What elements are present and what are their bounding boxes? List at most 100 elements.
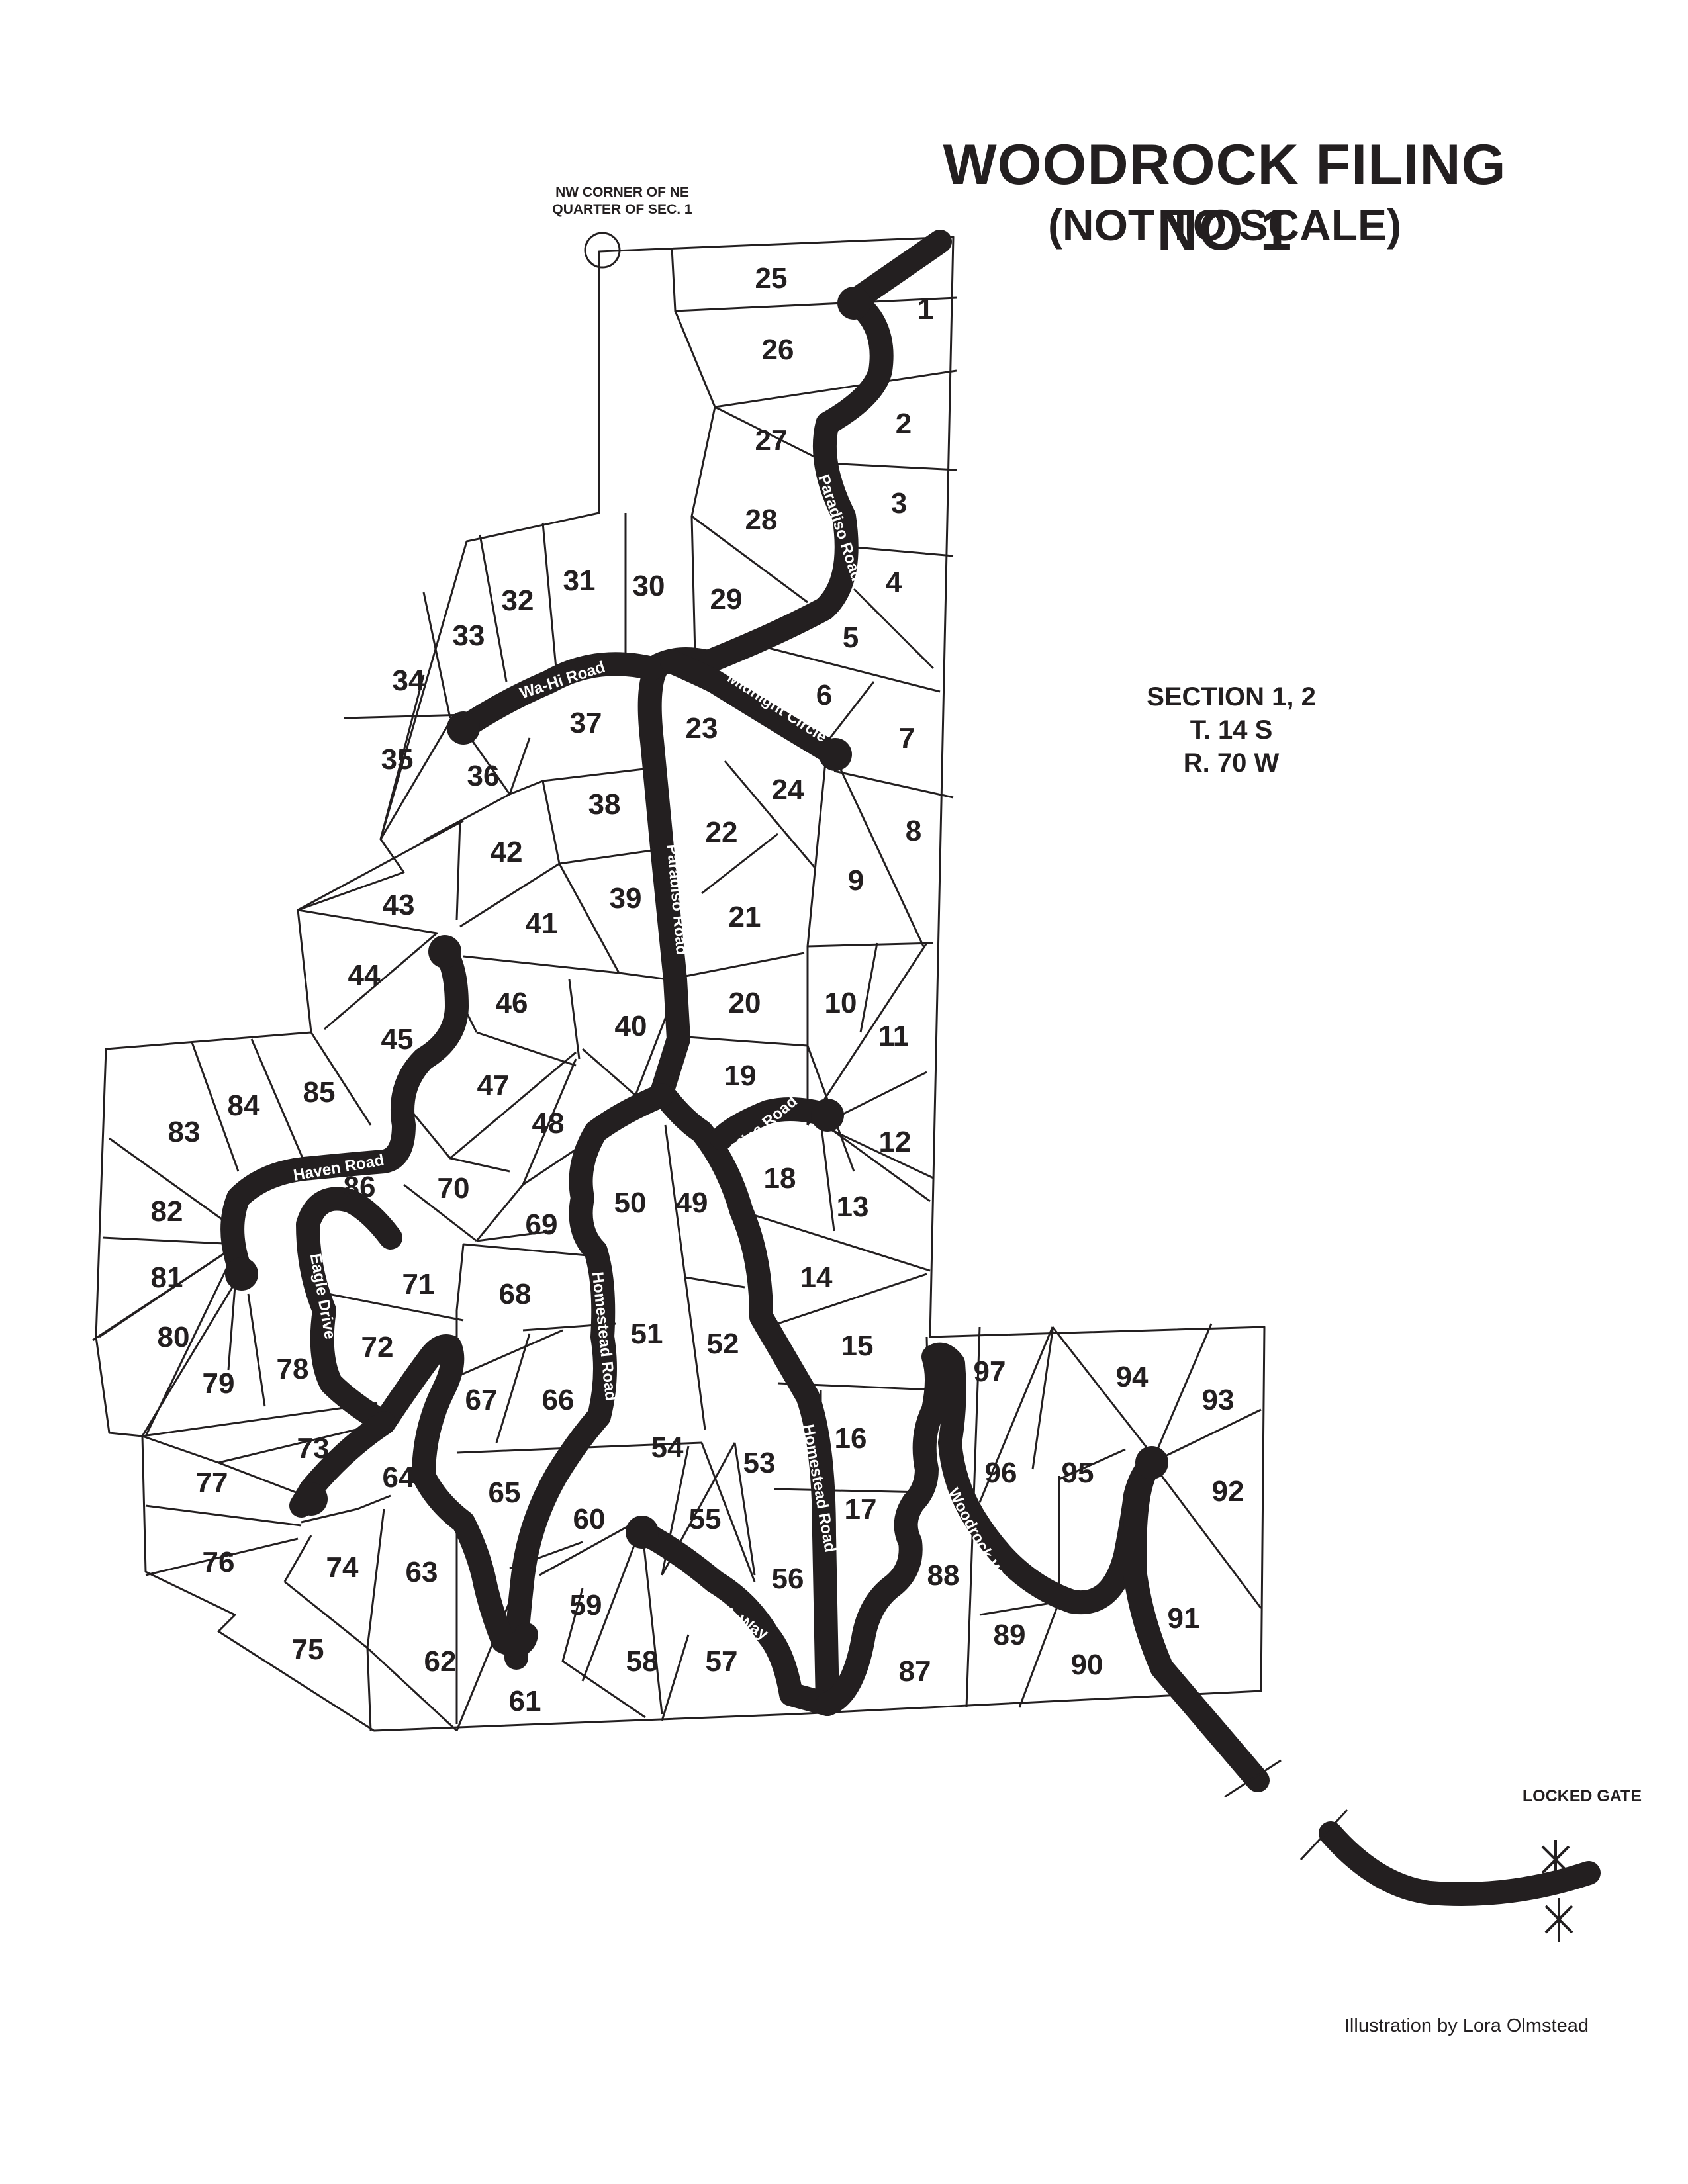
lot-label: 85: [303, 1076, 336, 1109]
lot-label: 52: [707, 1328, 739, 1360]
lot-label: 42: [491, 836, 523, 868]
locked-gate-label: LOCKED GATE: [1522, 1787, 1642, 1805]
lot-label: 47: [477, 1069, 510, 1102]
lot-label: 18: [764, 1162, 796, 1195]
section-corner-marker: [584, 232, 621, 269]
lot-label: 8: [906, 815, 921, 847]
lot-label: 33: [453, 619, 485, 652]
lot-label: 50: [614, 1187, 647, 1219]
lot-label: 49: [676, 1187, 708, 1219]
lot-label: 75: [292, 1633, 324, 1666]
road-network: [220, 230, 1601, 1906]
lot-label: 87: [899, 1655, 931, 1688]
lot-label: 74: [326, 1551, 359, 1584]
lot-label: 54: [651, 1432, 684, 1464]
lot-label: 88: [927, 1559, 960, 1592]
lot-label: 62: [424, 1645, 457, 1678]
lot-label: 13: [837, 1191, 869, 1223]
lot-label: 44: [348, 959, 381, 991]
lot-label: 30: [633, 570, 665, 602]
lot-label: 26: [762, 334, 794, 366]
lot-label: 9: [848, 864, 864, 897]
lot-labels: 1 2 3 4 5 6 7 8 9 10 11 12 13 14 15 16 1…: [151, 262, 1244, 1717]
corner-note-line: NW CORNER OF NE: [555, 185, 689, 200]
lot-label: 64: [383, 1461, 415, 1494]
lot-label: 82: [151, 1195, 183, 1228]
lot-label: 80: [158, 1321, 190, 1353]
lot-label: 95: [1062, 1457, 1094, 1489]
lot-label: 35: [381, 743, 414, 776]
section-info: SECTION 1, 2 T. 14 S R. 70 W: [1112, 680, 1350, 780]
lot-label: 57: [706, 1645, 738, 1678]
lot-label: 32: [502, 584, 534, 617]
corner-note-line: QUARTER OF SEC. 1: [552, 202, 692, 217]
lot-label: 63: [406, 1556, 438, 1588]
lot-label: 61: [509, 1685, 541, 1717]
lot-label: 22: [706, 816, 738, 848]
lot-label: 29: [710, 583, 743, 615]
paradiso-road: [637, 230, 952, 1716]
woodrock-way-south: [630, 1520, 839, 1716]
lot-label: 48: [532, 1107, 565, 1140]
lot-label: 79: [203, 1367, 235, 1400]
lot-label: 94: [1116, 1361, 1149, 1393]
boundary-ticks: [1224, 1759, 1348, 1861]
lot-label: 93: [1202, 1384, 1235, 1416]
lot-label: 19: [724, 1060, 757, 1092]
lot-label: 81: [151, 1261, 183, 1294]
lot-label: 37: [570, 707, 602, 739]
lot-label: 40: [615, 1010, 647, 1042]
lot-label: 10: [825, 987, 857, 1019]
lot-label: 45: [381, 1023, 414, 1056]
lot-label: 58: [626, 1645, 659, 1678]
lot-label: 4: [886, 567, 902, 599]
lot-label: 43: [383, 889, 415, 921]
lot-label: 71: [402, 1268, 435, 1300]
map-title: WOODROCK FILING NO 1: [943, 133, 1507, 262]
lot-label: 69: [526, 1208, 558, 1241]
lot-label: 53: [743, 1447, 776, 1479]
section-corner-note: NW CORNER OF NE QUARTER OF SEC. 1: [523, 184, 722, 218]
mica-road: [710, 1097, 839, 1150]
lot-label: 55: [689, 1503, 722, 1535]
eagle-drive: [296, 1187, 538, 1657]
lot-label: 89: [994, 1619, 1026, 1651]
lot-label: 56: [772, 1563, 804, 1595]
section-line: SECTION 1, 2: [1147, 682, 1316, 711]
lot-label: 31: [563, 565, 596, 597]
cul-de-sacs: [225, 287, 1168, 1549]
wa-hi-road: [451, 652, 664, 740]
lot-label: 14: [800, 1261, 833, 1294]
lot-label: 25: [755, 262, 788, 295]
lot-label: 84: [228, 1089, 260, 1122]
gate-markers: [1541, 1840, 1573, 1942]
lot-label: 72: [361, 1331, 394, 1363]
lot-label: 97: [974, 1355, 1006, 1388]
lot-label: 27: [755, 424, 788, 457]
haven-road: [220, 938, 469, 1286]
woodrock-way-outlet: [1123, 1451, 1270, 1792]
lot-label: 83: [168, 1116, 201, 1148]
lot-label: 23: [686, 712, 718, 745]
lot-label: 38: [588, 788, 621, 821]
township-line: T. 14 S: [1190, 715, 1273, 745]
midnight-circle: [660, 650, 846, 766]
woodrock-way-east: [816, 1342, 1167, 1716]
lot-label: 77: [196, 1467, 228, 1499]
lot-label: 16: [835, 1422, 867, 1455]
lot-label: 73: [297, 1432, 330, 1465]
lot-label: 46: [496, 987, 528, 1019]
gate-road: [1319, 1821, 1601, 1906]
lot-label: 12: [879, 1126, 912, 1158]
lot-label: 11: [878, 1020, 910, 1052]
lot-label: 36: [467, 760, 500, 792]
lot-label: 90: [1071, 1649, 1103, 1681]
lot-label: 20: [729, 987, 761, 1019]
lot-label: 7: [899, 722, 915, 754]
lot-label: 21: [729, 901, 761, 933]
lot-label: 3: [891, 487, 907, 520]
map-subtitle: (NOT TO SCALE): [1047, 201, 1402, 250]
lot-label: 59: [570, 1589, 602, 1621]
lot-label: 60: [573, 1503, 606, 1535]
lot-label: 6: [816, 679, 832, 711]
